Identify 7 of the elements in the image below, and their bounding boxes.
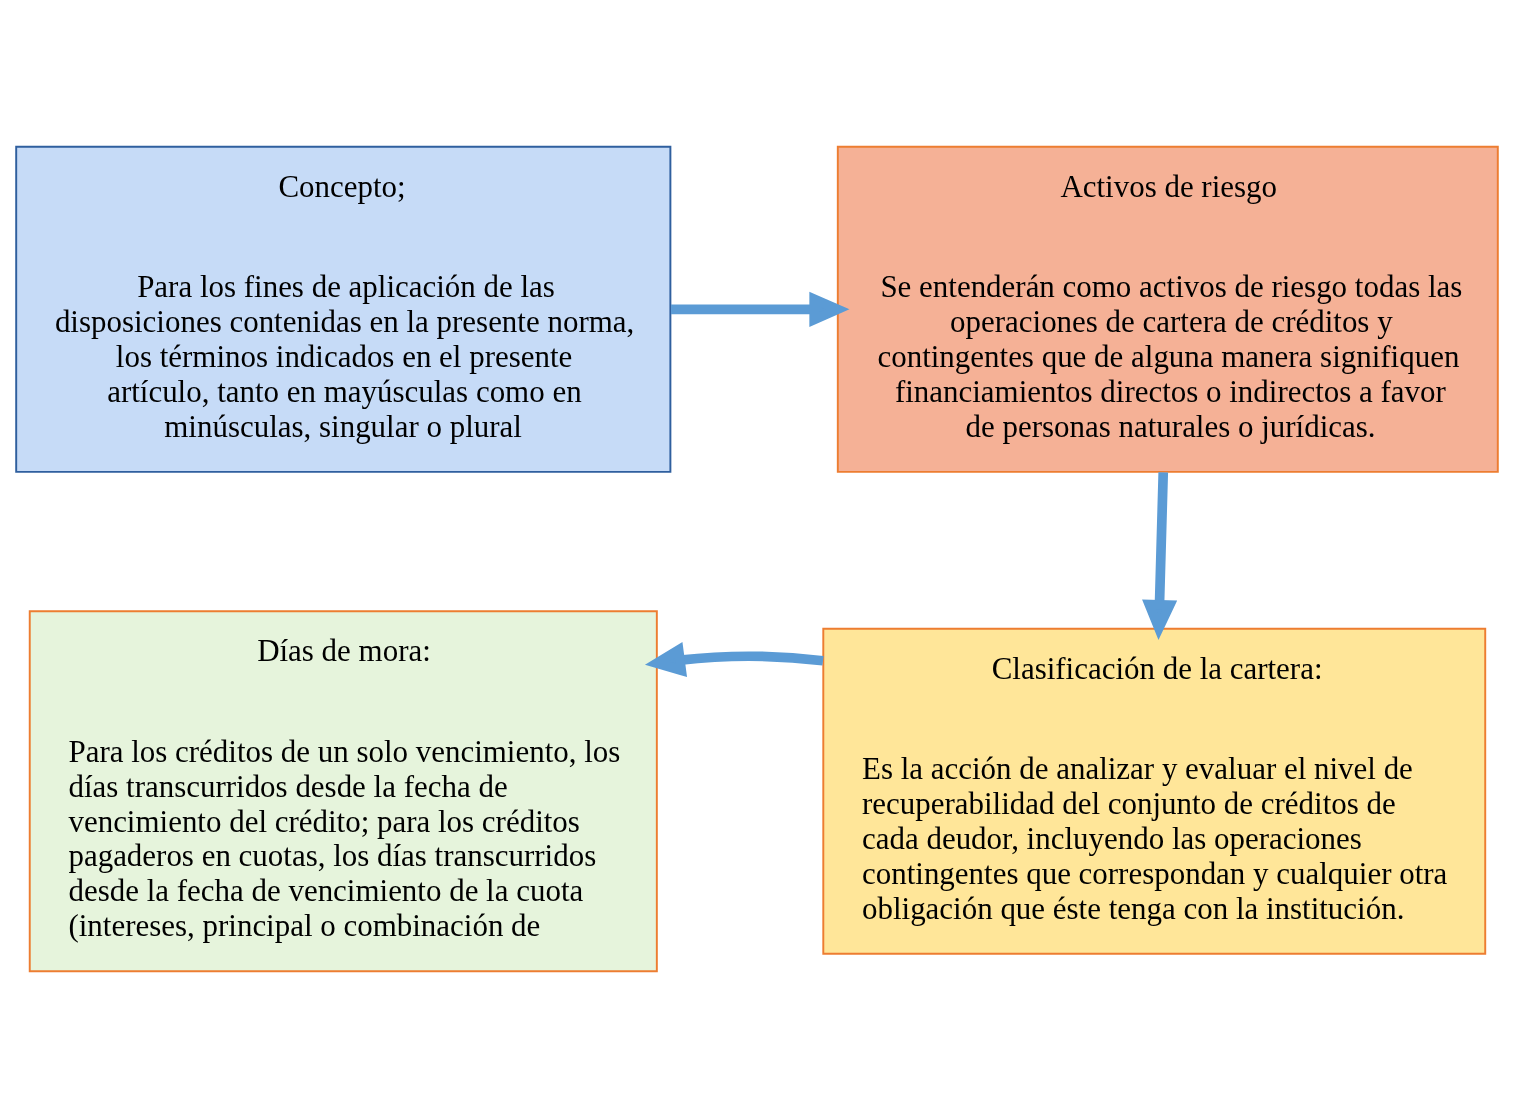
- node-box: Activos de riesgo Se entenderán como activos de riesgo todas las operaciones de cartera de créditos y contingentes que de alguna manera signifiquen financiamientos directos o indirectos a favor de personas naturales o jurídicas.: [836, 145, 1499, 473]
- node-box: Concepto; Para los fines de aplicación de las disposiciones contenidas en la presente norma, los términos indicados en el presente artículo, tanto en mayúsculas como en minúsculas, singular o plural: [15, 145, 672, 473]
- arrow: [1142, 472, 1178, 641]
- arrow: [671, 291, 850, 327]
- node-box: Clasificación de la cartera: Es la acción de analizar y evaluar el nivel de recuperabilidad del conjunto de créditos de cada deudor, incluyendo las operaciones contingentes que correspondan y cualquier otra obligación que éste tenga con la institución.: [822, 627, 1487, 955]
- node-box: Días de mora: Para los créditos de un solo vencimiento, los días transcurridos desde la fecha de vencimiento del crédito; para los créditos pagaderos en cuotas, los días transcurridos desde la fecha de vencimiento de la cuota (intereses, principal o combinación de: [28, 610, 658, 973]
- arrow: [644, 642, 824, 677]
